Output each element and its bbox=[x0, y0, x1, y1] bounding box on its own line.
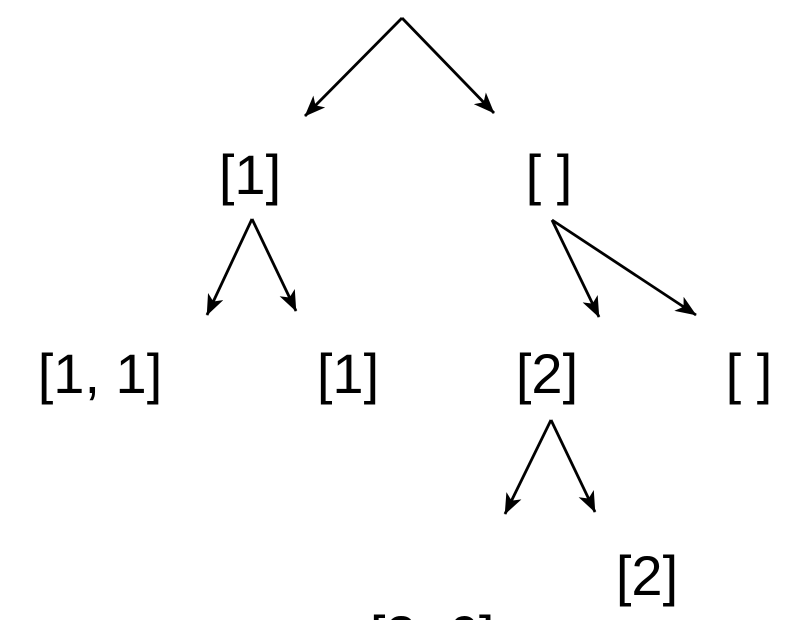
edge-arrow-n1-to-n3 bbox=[205, 218, 254, 316]
edge-arrow-n1-to-n4 bbox=[250, 218, 298, 312]
edge-arrow-n2-to-n5 bbox=[550, 219, 601, 318]
comma: , bbox=[417, 604, 433, 620]
edge-arrow-root-to-n1 bbox=[304, 17, 403, 117]
tree-node-2-6: [2, 6] bbox=[308, 546, 495, 620]
edge-arrow-root-to-n2 bbox=[400, 17, 496, 114]
tree-node-2: [2] bbox=[515, 342, 579, 405]
tree-node-2-bottom: [2] bbox=[615, 544, 679, 607]
tree-node-1-right: [1] bbox=[316, 342, 380, 405]
bracket-close: ] bbox=[479, 604, 495, 620]
edge-arrow-n5-to-n7 bbox=[503, 419, 553, 515]
underlined-value-2: 2 bbox=[385, 604, 416, 620]
bracket-open: [ bbox=[370, 604, 386, 620]
tree-node-empty-left: [ ] bbox=[525, 143, 573, 206]
edge-arrow-n2-to-n6 bbox=[551, 218, 697, 317]
tree-node-1-1: [1, 1] bbox=[37, 342, 163, 405]
underlined-value-6: 6 bbox=[432, 604, 479, 620]
edge-arrow-n5-to-n8 bbox=[549, 419, 597, 513]
tree-node-1: [1] bbox=[218, 143, 282, 206]
tree-node-empty-right: [ ] bbox=[725, 342, 773, 405]
